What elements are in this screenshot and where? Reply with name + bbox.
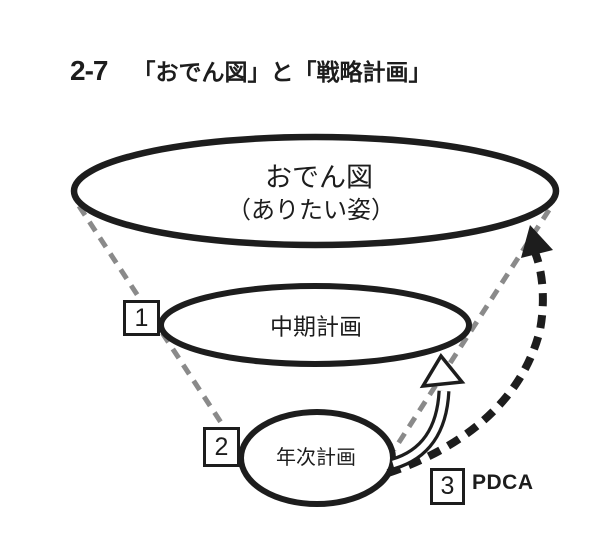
marker-box-3: 3 — [430, 468, 465, 505]
funnel-left-dashed-line — [76, 204, 225, 426]
marker-box-1: 1 — [123, 300, 160, 336]
pdca-label: PDCA — [472, 471, 534, 494]
oden-ellipse-label: おでん図 — [265, 162, 373, 193]
funnel-right-dashed-line — [391, 208, 552, 452]
page-title: 2-7 「おでん図」と「戦略計画」 — [70, 53, 431, 87]
oden-ellipse — [70, 133, 560, 249]
midterm-ellipse-label: 中期計画 — [270, 313, 362, 340]
marker-1-number: 1 — [134, 303, 149, 332]
marker-box-2: 2 — [203, 427, 240, 467]
pdca-loop-arrowhead — [521, 225, 553, 258]
section-number: 2-7 — [70, 55, 108, 86]
annual-to-midterm-arrowhead — [419, 352, 466, 389]
annual-ellipse-label: 年次計画 — [276, 447, 356, 469]
midterm-ellipse — [158, 283, 472, 367]
marker-3-number: 3 — [440, 472, 455, 500]
marker-2-number: 2 — [214, 432, 229, 461]
pdca-loop-arrow — [386, 248, 547, 477]
annual-to-midterm-arrow-fill — [392, 390, 448, 468]
section-title: 「おでん図」と「戦略計画」 — [132, 59, 432, 85]
oden-ellipse-sublabel: （ありたい姿） — [227, 197, 395, 224]
